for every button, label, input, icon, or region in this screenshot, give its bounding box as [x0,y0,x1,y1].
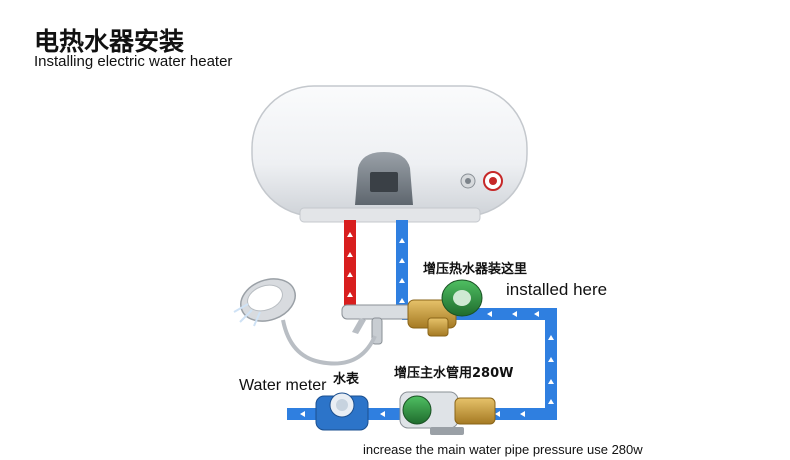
brand-logo-icon [483,171,503,191]
water-meter-icon [315,392,369,431]
display-screen [370,172,398,192]
main-pipe-pump-label-cn: 增压主水管用280W [394,366,514,381]
water-heater-tank [251,85,528,223]
main-pipe-pump [399,391,496,435]
water-meter-label: Water meter [239,377,327,394]
booster-heater-label-cn: 增压热水器装这里 [423,262,528,277]
page-subtitle: Installing electric water heater [34,53,233,70]
increase-pressure-label: increase the main water pipe pressure us… [363,442,643,457]
installed-here-label: installed here [506,280,608,299]
control-panel [355,152,413,205]
hot-water-pipe [344,220,356,312]
mixing-valve [341,304,413,345]
heater-booster-pump [407,279,483,337]
shower-hose [281,319,377,366]
thermometer-dial [460,173,476,189]
shower-head-icon [233,278,296,327]
page-title: 电热水器安装 [34,27,185,56]
water-meter-label-cn: 水表 [333,372,360,387]
